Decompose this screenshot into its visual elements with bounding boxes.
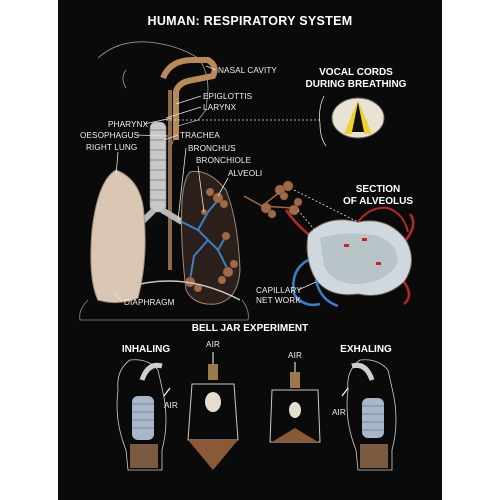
vocal-cords-title-2: DURING BREATHING bbox=[306, 79, 407, 90]
label-air-1: AIR bbox=[164, 401, 178, 410]
label-capillary-2: NET WORK bbox=[256, 296, 301, 305]
respiratory-poster: HUMAN: RESPIRATORY SYSTEM NASAL CAVITY bbox=[58, 0, 442, 500]
label-right-lung: RIGHT LUNG bbox=[86, 143, 137, 152]
label-trachea: TRACHEA bbox=[180, 131, 220, 140]
alveolus-section-title-1: SECTION bbox=[356, 184, 400, 195]
poster-title: HUMAN: RESPIRATORY SYSTEM bbox=[148, 14, 353, 28]
alveolus-section-illustration bbox=[286, 208, 413, 306]
alveoli-detail-cluster bbox=[261, 181, 302, 218]
label-exhaling: EXHALING bbox=[340, 344, 392, 355]
ear-outline bbox=[123, 70, 126, 88]
label-air-3: AIR bbox=[288, 351, 302, 360]
alveolus-section-title-2: OF ALVEOLUS bbox=[343, 196, 413, 207]
label-air-4: AIR bbox=[332, 408, 346, 417]
bell-jar-title: BELL JAR EXPERIMENT bbox=[192, 323, 309, 334]
label-diaphragm: DIAPHRAGM bbox=[124, 298, 175, 307]
respiratory-diagram: HUMAN: RESPIRATORY SYSTEM NASAL CAVITY bbox=[58, 0, 442, 500]
label-larynx: LARYNX bbox=[203, 103, 237, 112]
bell-jar-inhale bbox=[188, 352, 238, 470]
label-capillary-1: CAPILLARY bbox=[256, 286, 302, 295]
right-lung-shape bbox=[91, 170, 145, 303]
vocal-cords-title-1: VOCAL CORDS bbox=[319, 67, 393, 78]
label-inhaling: INHALING bbox=[122, 344, 171, 355]
exhaling-figure bbox=[347, 360, 396, 470]
label-pharynx: PHARYNX bbox=[108, 120, 149, 129]
vocal-cords-bracket bbox=[320, 96, 327, 146]
vocal-cords-illustration bbox=[332, 98, 384, 138]
label-alveoli: ALVEOLI bbox=[228, 169, 262, 178]
bell-jar-exhale bbox=[270, 362, 320, 442]
label-nasal-cavity: NASAL CAVITY bbox=[218, 66, 277, 75]
label-oesophagus: OESOPHAGUS bbox=[80, 131, 140, 140]
label-air-2: AIR bbox=[206, 340, 220, 349]
label-bronchiole: BRONCHIOLE bbox=[196, 156, 252, 165]
inhaling-figure bbox=[117, 360, 166, 470]
label-bronchus: BRONCHUS bbox=[188, 144, 236, 153]
label-epiglottis: EPIGLOTTIS bbox=[203, 92, 253, 101]
